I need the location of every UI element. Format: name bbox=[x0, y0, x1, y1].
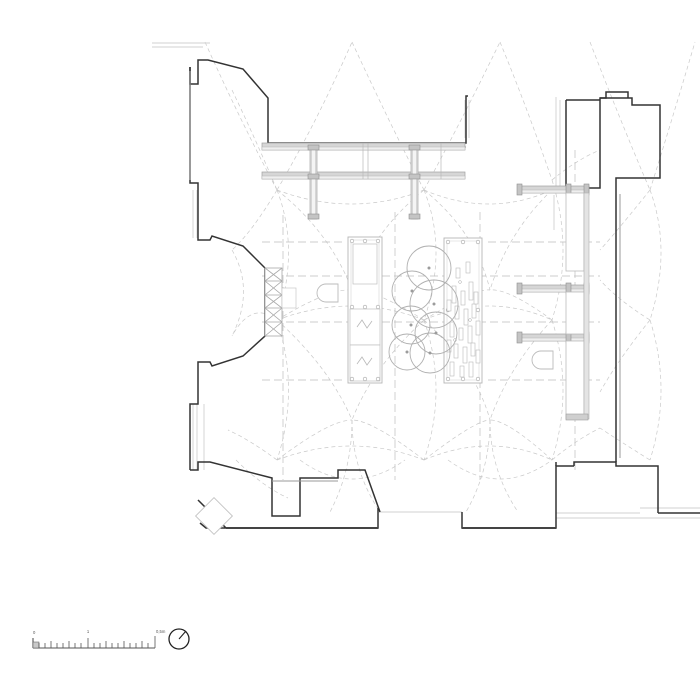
d-shaped-stool bbox=[316, 283, 339, 303]
vertical-hanger-group bbox=[307, 144, 421, 220]
ceiling-rail-assembly-top bbox=[261, 142, 466, 180]
north-arrow bbox=[168, 628, 190, 650]
small-wall-object bbox=[281, 287, 297, 309]
scale-end-label: 0,5m bbox=[156, 629, 166, 634]
hatched-wall-panel bbox=[264, 267, 283, 337]
d-shaped-stool-right bbox=[531, 350, 554, 370]
round-table-centres bbox=[405, 266, 438, 355]
scale-mid-label: 1 bbox=[87, 629, 90, 634]
scale-start-label: 0 bbox=[33, 630, 36, 635]
graphic-scale-bar: 0 1 0,5m bbox=[32, 629, 166, 649]
rotated-square-element bbox=[194, 496, 234, 536]
right-shelving-assembly bbox=[516, 183, 590, 421]
round-table-cluster bbox=[388, 245, 459, 374]
left-cabinet-unit bbox=[347, 236, 383, 384]
